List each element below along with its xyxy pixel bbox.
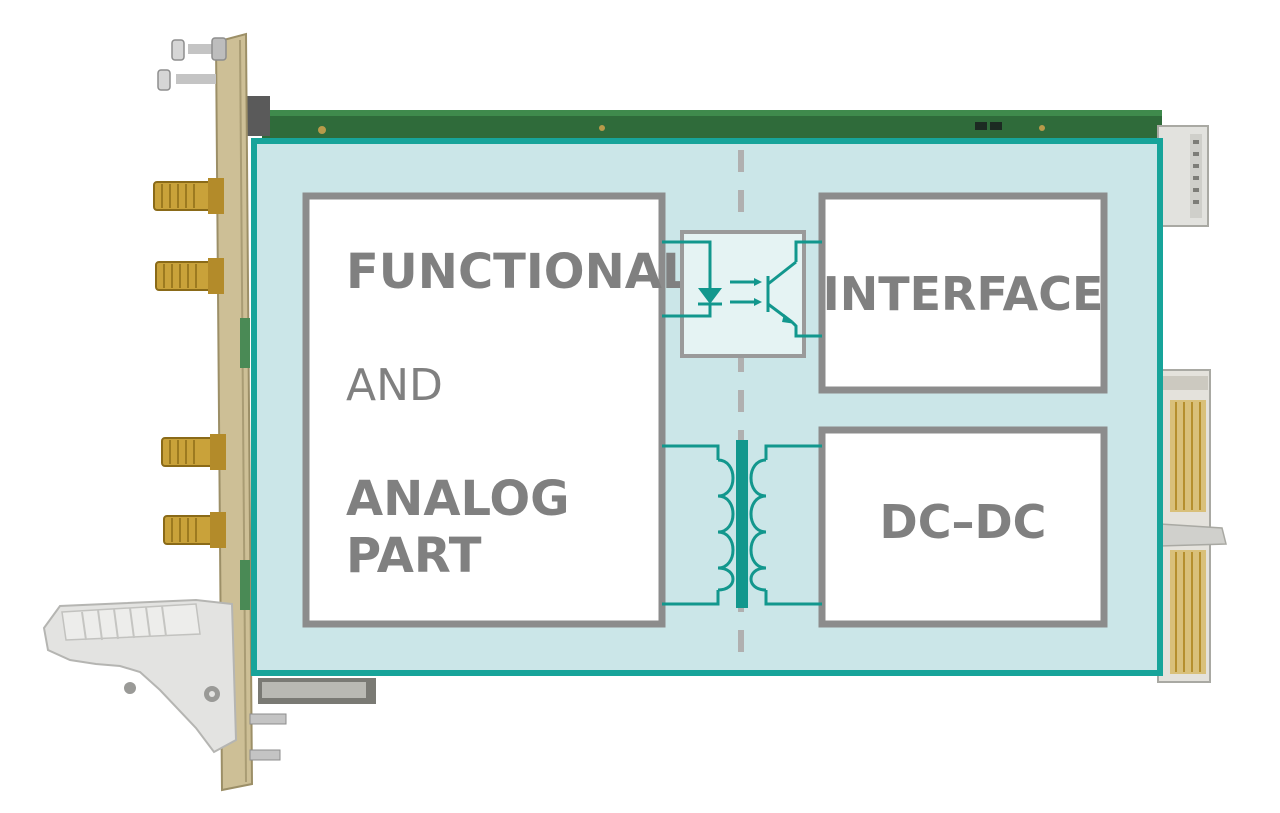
- and-label: AND: [346, 360, 443, 411]
- sma-connector-icon: [161, 434, 226, 470]
- panel-screw-icon: [249, 713, 287, 761]
- backplane-connector-bottom: [1157, 369, 1227, 683]
- transformer-icon: [662, 440, 822, 608]
- functional-label: FUNCTIONAL: [346, 244, 692, 300]
- interface-block: INTERFACE: [818, 192, 1108, 394]
- panel-screw-icon: [171, 37, 227, 61]
- functional-analog-block: FUNCTIONAL AND ANALOG PART: [302, 192, 692, 628]
- backplane-connector-top: [1157, 125, 1209, 227]
- part-label: PART: [346, 528, 482, 584]
- analog-label: ANALOG: [346, 471, 570, 527]
- dcdc-label: DC–DC: [880, 495, 1047, 549]
- dcdc-block: DC–DC: [818, 426, 1108, 628]
- interface-label: INTERFACE: [823, 267, 1104, 321]
- sma-connector-icon: [155, 258, 224, 294]
- eject-lever-icon: [42, 598, 238, 754]
- sma-connector-icon: [153, 178, 224, 214]
- optocoupler-icon: [662, 230, 822, 358]
- front-panel: [157, 32, 254, 792]
- pcb-card: [240, 96, 1162, 140]
- sma-connector-icon: [163, 512, 226, 548]
- panel-screw-icon: [157, 69, 216, 91]
